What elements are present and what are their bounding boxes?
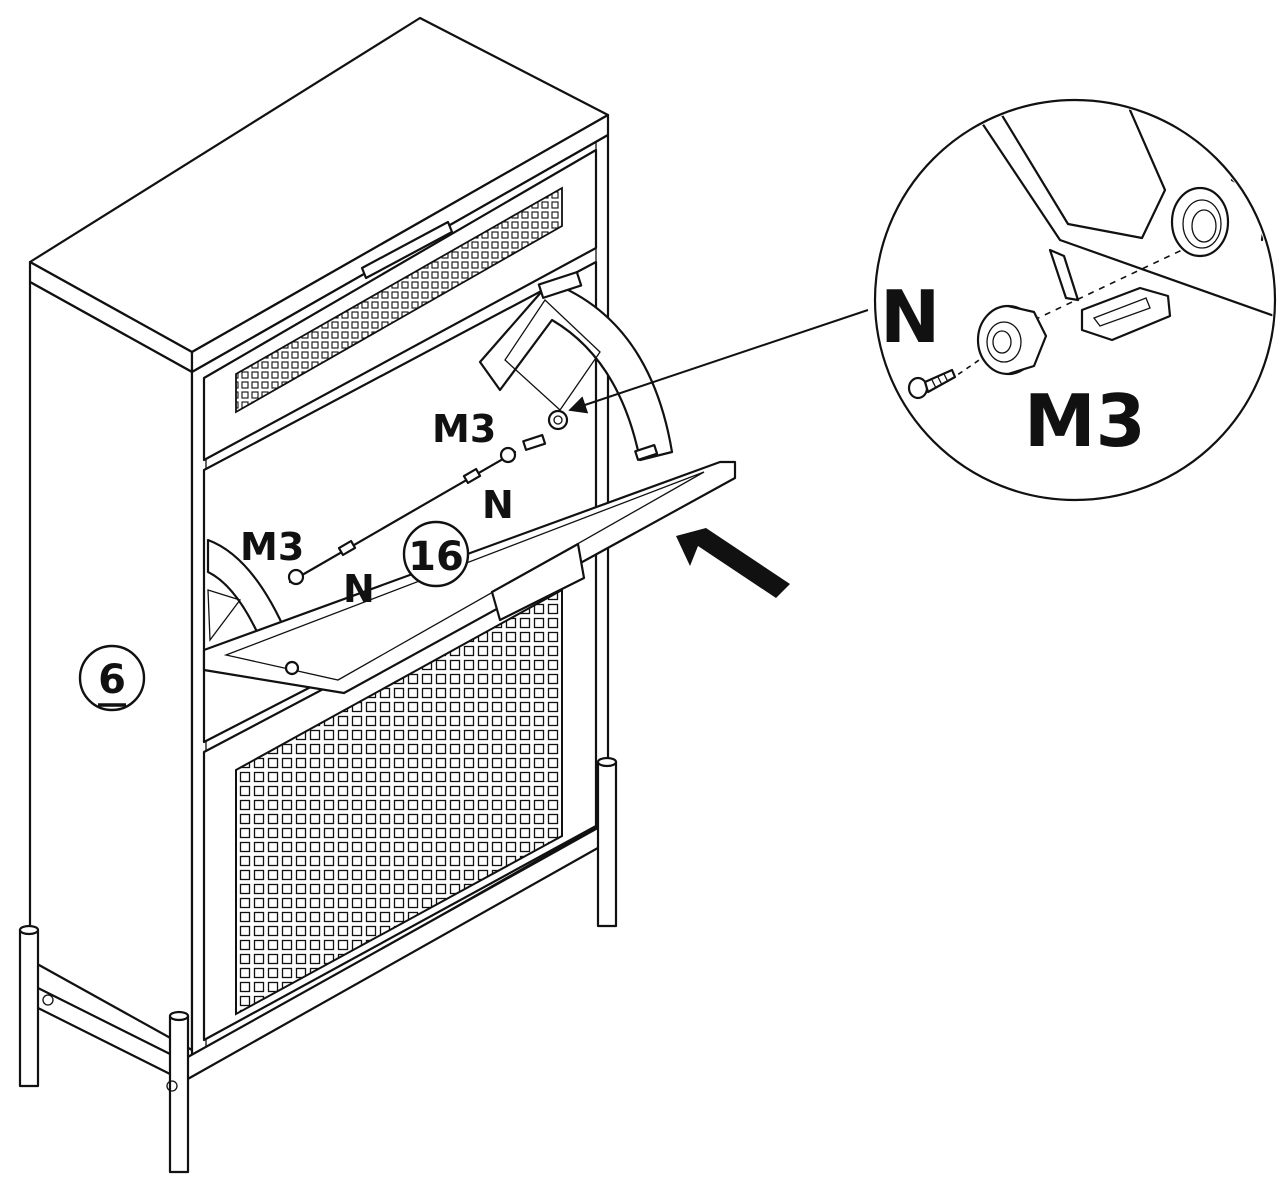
detail-n-label: N [880,275,940,359]
part-label-6: 6 [78,644,146,712]
flap-panel-number: 16 [408,534,464,580]
direction-arrow [676,528,790,598]
n-label-upper: N [482,483,514,527]
screw [907,368,957,400]
m3-label-lower: M3 [240,525,304,569]
open-flap [202,271,737,695]
side-panel-number: 6 [98,657,126,703]
cam-fitting [976,304,1048,376]
cabinet-legs [18,756,618,1174]
part-label-16: 16 [402,520,470,588]
m3-label-upper: M3 [432,407,496,451]
detail-leader-line [568,309,869,414]
n-label-lower: N [343,567,375,611]
flap-board [202,460,737,695]
upper-drawer-handle [360,220,454,280]
flap-handle [490,542,586,622]
detail-magnifier: N M3 [873,98,1277,502]
detail-m3-label: M3 [1024,379,1146,463]
